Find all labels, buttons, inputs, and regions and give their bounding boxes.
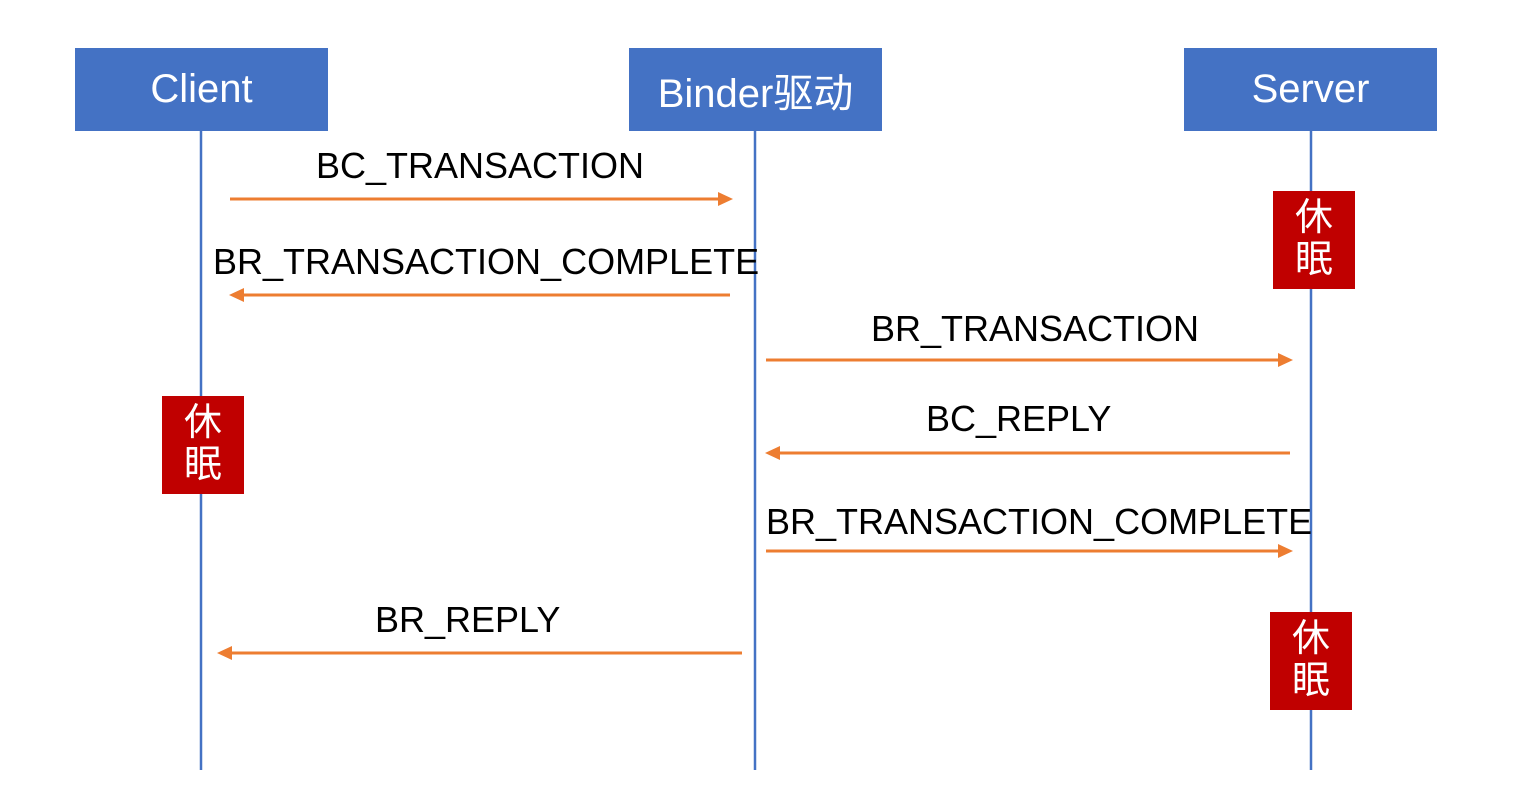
message-label-br-transaction: BR_TRANSACTION [871, 308, 1200, 349]
participant-client: Client [75, 48, 328, 131]
message-label-br-transaction-complete-client: BR_TRANSACTION_COMPLETE [213, 241, 760, 282]
message-label-bc-reply: BC_REPLY [926, 398, 1112, 439]
message-arrow-bc-transaction [230, 192, 733, 206]
participant-client-label: Client [150, 67, 253, 111]
message-arrow-br-reply [217, 646, 742, 660]
sleep-marker-text: 休眠 [1291, 618, 1330, 702]
message-label-bc-transaction: BC_TRANSACTION [316, 145, 645, 186]
participant-binder-label: Binder驱动 [657, 71, 854, 116]
sleep-marker-server-1: 休眠 [1273, 191, 1355, 289]
sleep-marker-text: 休眠 [1294, 197, 1333, 281]
message-arrow-bc-reply [765, 446, 1290, 460]
sleep-marker-client: 休眠 [162, 396, 244, 494]
sleep-marker-text: 休眠 [183, 402, 222, 486]
message-arrow-br-transaction-complete-server [766, 544, 1293, 558]
message-arrow-br-transaction [766, 353, 1293, 367]
message-label-br-transaction-complete-server: BR_TRANSACTION_COMPLETE [766, 501, 1313, 542]
participant-server: Server [1184, 48, 1437, 131]
participant-binder: Binder驱动 [629, 48, 882, 131]
message-label-br-reply: BR_REPLY [375, 599, 561, 640]
message-arrow-br-transaction-complete-client [229, 288, 730, 302]
participant-server-label: Server [1251, 67, 1370, 111]
sleep-marker-server-2: 休眠 [1270, 612, 1352, 710]
